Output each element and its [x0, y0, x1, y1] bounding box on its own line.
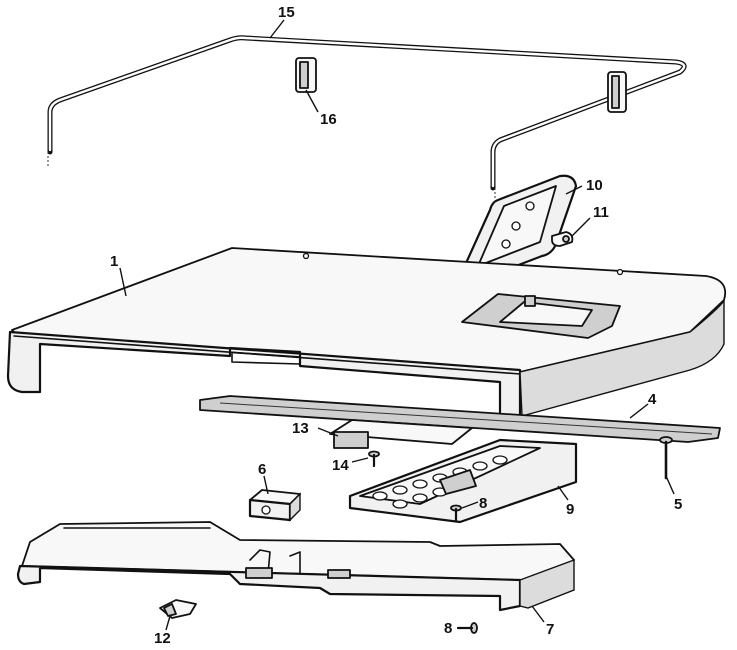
part-13-plate [329, 419, 473, 449]
callout-15: 15 [278, 4, 295, 21]
part-15-wire-frame [47, 35, 687, 198]
callout-13: 13 [292, 420, 309, 437]
part-11-latch [551, 231, 574, 247]
part-9-bracket-tray [348, 438, 578, 524]
part-4-rail [199, 395, 721, 443]
part-7-base-tray [16, 521, 575, 612]
callout-8-lower: 8 [444, 620, 452, 637]
part-8-screw-lower [456, 622, 478, 634]
callout-10: 10 [586, 177, 603, 194]
callout-labels: 15 16 10 11 1 4 13 14 6 8 9 5 12 8 7 [110, 4, 682, 647]
callout-6: 6 [258, 461, 266, 478]
part-16-wire-clip [295, 57, 627, 113]
part-6-block [248, 489, 301, 522]
callout-12: 12 [154, 630, 171, 647]
part-1-cover [6, 247, 727, 422]
part-12-clip [159, 599, 197, 619]
callout-14: 14 [332, 457, 349, 474]
callout-9: 9 [566, 501, 574, 518]
callout-1: 1 [110, 253, 118, 270]
leader-lines [119, 19, 675, 631]
callout-5: 5 [674, 496, 682, 513]
part-14-screw [368, 450, 380, 468]
callout-4: 4 [648, 391, 657, 408]
callout-11: 11 [593, 204, 609, 221]
part-5-screw [659, 436, 673, 480]
part-8-screw-upper [450, 504, 462, 522]
callout-7: 7 [546, 621, 554, 638]
callout-8-upper: 8 [479, 495, 487, 512]
callout-16: 16 [320, 111, 337, 128]
